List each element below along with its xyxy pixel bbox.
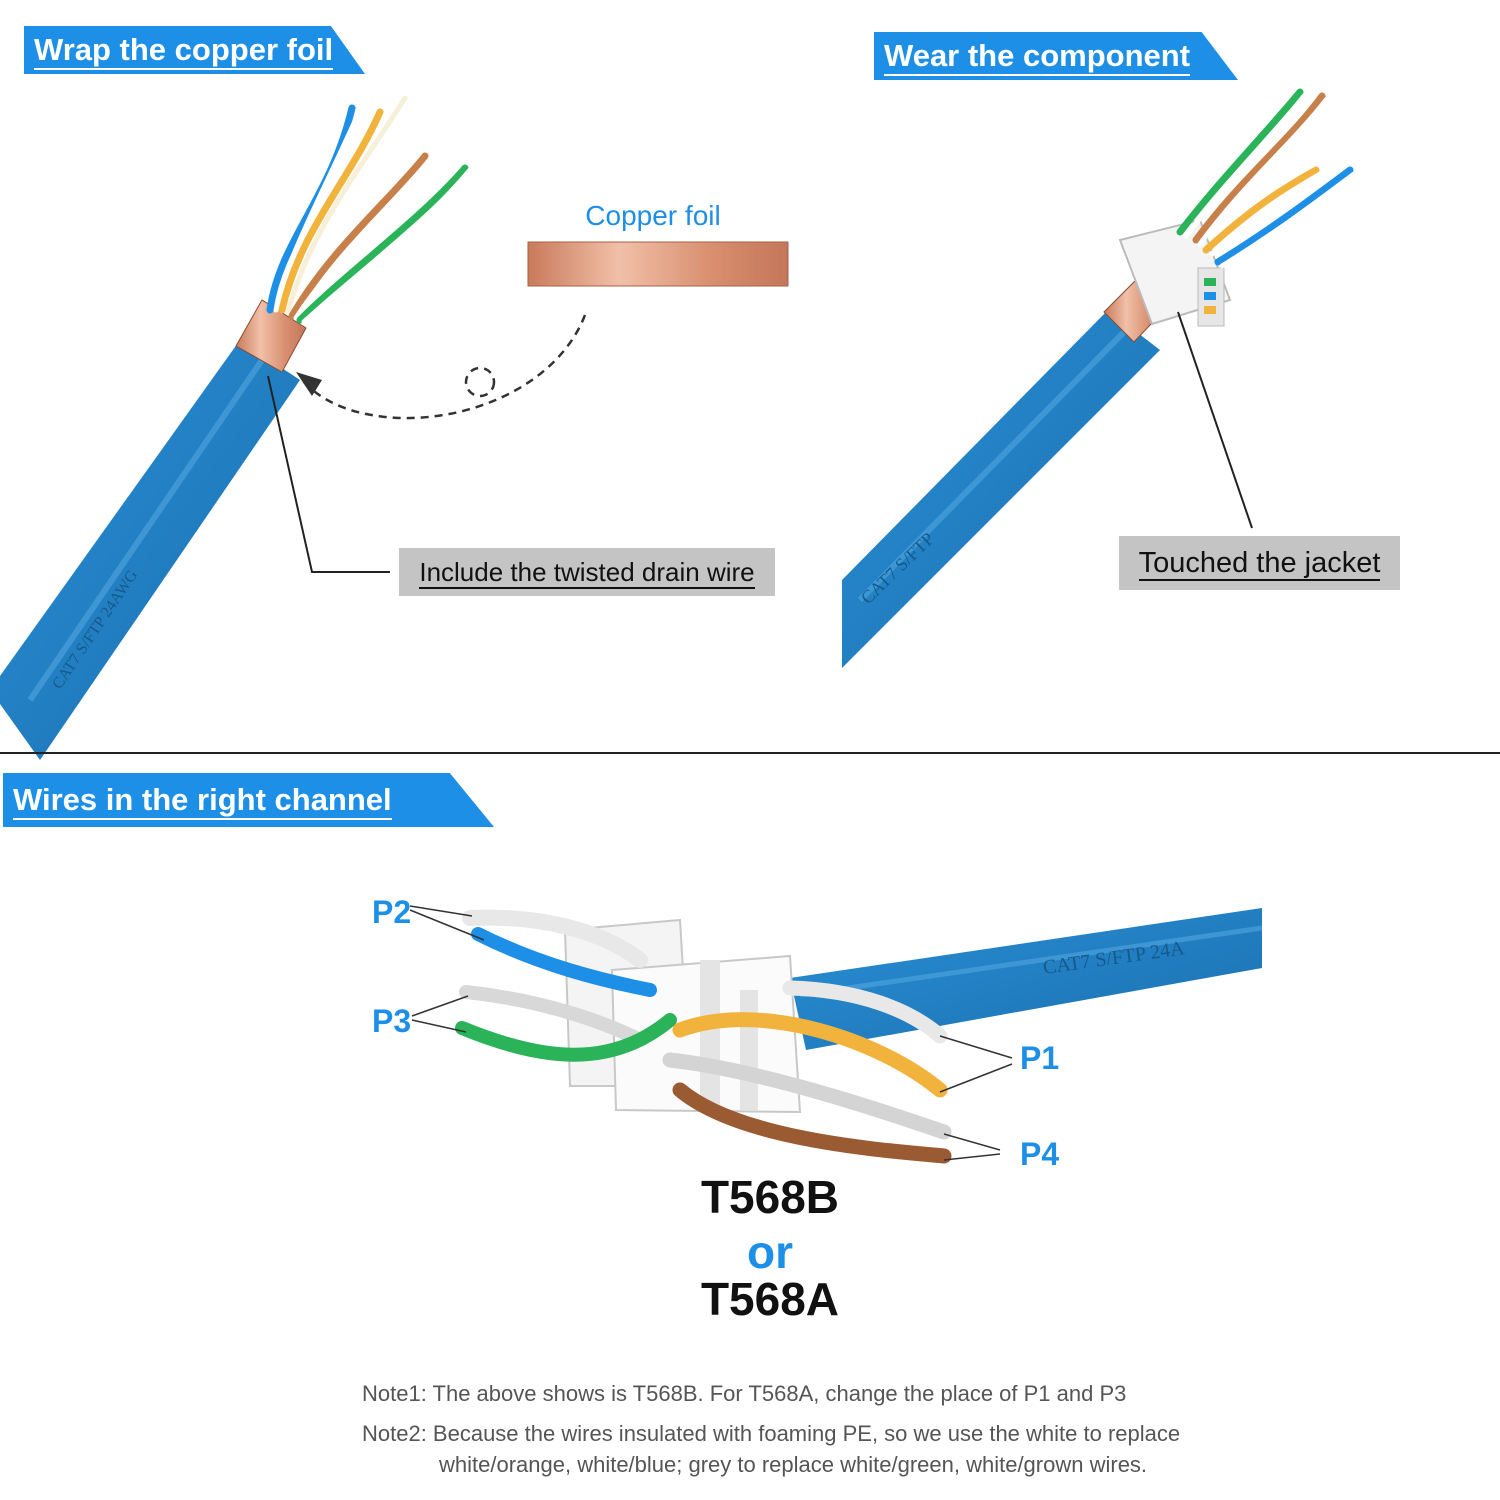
standard-or: or: [747, 1226, 793, 1278]
wrap-arrow: [301, 314, 587, 420]
pair-label-p4: P4: [1020, 1136, 1060, 1172]
copper-band-left: [235, 299, 307, 373]
cable-left: CAT7 S/FTP 24AWG: [0, 340, 300, 760]
copper-foil-label: Copper foil: [585, 200, 721, 231]
note-1: Note1: The above shows is T568B. For T56…: [362, 1381, 1127, 1406]
wear-component-banner: Wear the component: [874, 32, 1238, 80]
jacket-callout-line: [1177, 311, 1253, 529]
note-2-line-1: Note2: Because the wires insulated with …: [362, 1421, 1181, 1446]
keystone-jack-top: [1118, 218, 1232, 327]
wrap-foil-title: Wrap the copper foil: [34, 32, 334, 70]
wear-component-title: Wear the component: [884, 38, 1191, 76]
pair-label-p3: P3: [372, 1003, 412, 1039]
copper-foil-strip: [527, 241, 789, 287]
pair-label-p2: P2: [372, 894, 412, 930]
standard-alternate: T568A: [700, 1273, 840, 1325]
pair-label-p1: P1: [1020, 1040, 1060, 1076]
pair-leader-lines: [409, 905, 1013, 1161]
cable-right: CAT7 S/FTP: [842, 310, 1160, 668]
drain-wire-callout-text: Include the twisted drain wire: [419, 557, 755, 589]
drain-callout-line: [267, 375, 390, 573]
twisted-pairs-left: [266, 95, 473, 325]
jacket-callout: Touched the jacket: [1119, 536, 1400, 590]
wrap-arrowhead: [296, 372, 322, 396]
twisted-pairs-right: [1176, 88, 1357, 269]
right-channel-banner: Wires in the right channel: [3, 773, 494, 827]
note-2-line-2: white/orange, white/blue; grey to replac…: [439, 1452, 1148, 1477]
drain-wire-callout: Include the twisted drain wire: [399, 548, 775, 596]
channel-wires: [455, 909, 952, 1164]
standard-primary: T568B: [700, 1171, 840, 1223]
wrap-foil-banner: Wrap the copper foil: [24, 26, 365, 74]
section-divider: [0, 752, 1500, 754]
jacket-callout-text: Touched the jacket: [1138, 547, 1381, 581]
cable-bottom: CAT7 S/FTP 24A: [790, 908, 1263, 1050]
right-channel-title: Wires in the right channel: [13, 782, 392, 820]
